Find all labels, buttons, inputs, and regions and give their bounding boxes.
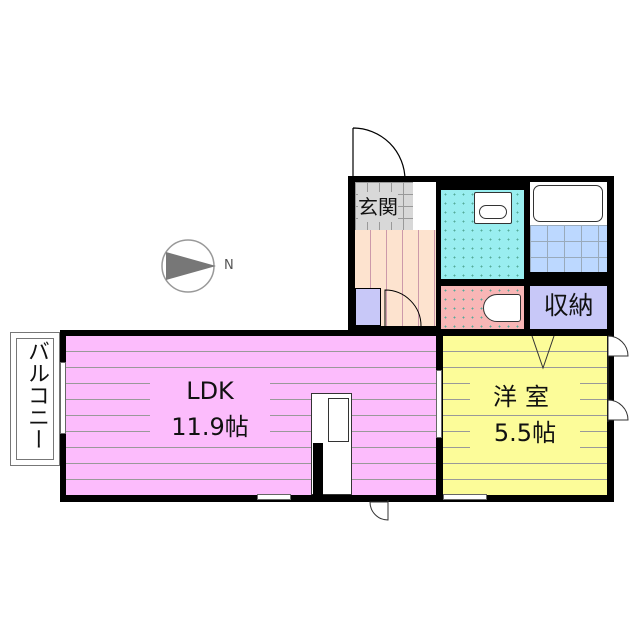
bathroom bbox=[530, 225, 607, 272]
western-window[interactable] bbox=[443, 494, 487, 500]
hall-closet[interactable] bbox=[355, 288, 381, 326]
bathtub-area bbox=[530, 182, 607, 225]
western-room-size: 5.5帖 bbox=[470, 418, 580, 448]
balcony-window[interactable] bbox=[60, 362, 66, 434]
ldk-size: 11.9帖 bbox=[150, 412, 270, 442]
ldk-label: LDK bbox=[150, 376, 270, 406]
sink-icon bbox=[474, 192, 512, 224]
bathtub-icon bbox=[533, 185, 603, 222]
ldk-side-door[interactable] bbox=[368, 500, 392, 522]
stove-icon bbox=[328, 398, 349, 442]
shoe-cabinet bbox=[413, 182, 436, 230]
hall-door[interactable] bbox=[383, 288, 435, 328]
western-room-label: 洋室 bbox=[470, 382, 580, 412]
hallway bbox=[355, 230, 436, 326]
storage-label: 収納 bbox=[543, 291, 594, 320]
toilet-icon bbox=[483, 294, 521, 322]
closet-door-icon[interactable] bbox=[530, 336, 556, 370]
entrance-label: 玄関 bbox=[358, 192, 398, 222]
storage-room bbox=[530, 286, 607, 329]
kitchen-counter bbox=[311, 393, 352, 495]
balcony-inner bbox=[16, 338, 54, 460]
ldk-window[interactable] bbox=[257, 494, 291, 500]
side-window[interactable] bbox=[607, 334, 633, 424]
kitchen-wall bbox=[313, 443, 323, 495]
compass-icon bbox=[161, 239, 216, 293]
compass-north-label: N bbox=[224, 258, 234, 273]
western-room bbox=[443, 336, 607, 495]
balcony-label: バルコニー bbox=[24, 340, 49, 450]
balcony bbox=[10, 332, 60, 466]
western-room-door[interactable] bbox=[436, 370, 442, 438]
